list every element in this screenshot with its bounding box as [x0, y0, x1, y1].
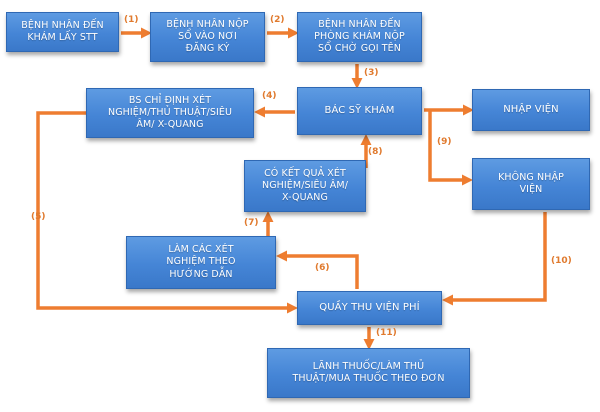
node-test-results-ready: CÓ KẾT QUẢ XÉT NGHIỆM/SIÊU ÂM/ X-QUANG — [244, 160, 366, 212]
step-label-6: (6) — [315, 263, 330, 273]
node-text-line: BỆNH NHÂN NỘP — [166, 18, 249, 30]
node-doctor-examination: BÁC SỸ KHÁM — [297, 87, 422, 135]
node-submit-book-registration: BỆNH NHÂN NỘP SỔ VÀO NƠI ĐĂNG KÝ — [150, 12, 265, 62]
arrow-step-10 — [442, 212, 547, 306]
node-text-line: VIỆN — [519, 184, 543, 195]
node-go-to-exam-room: BỆNH NHÂN ĐẾN PHÒNG KHÁM NỘP SỔ CHỜ GỌI … — [297, 12, 422, 62]
node-payment-counter: QUẦY THU VIỆN PHÍ — [297, 291, 442, 325]
node-text-line: BỆNH NHÂN ĐẾN — [21, 19, 104, 31]
step-label-11: (11) — [376, 328, 397, 338]
node-get-medicine: LÃNH THUỐC/LÀM THỦ THUẬT/MUA THUỐC THEO … — [267, 348, 470, 398]
node-text-line: KHÔNG NHẬP — [498, 171, 564, 183]
node-patient-get-queue-number: BỆNH NHÂN ĐẾN KHÁM LẤY STT — [6, 12, 119, 52]
step-label-3: (3) — [364, 68, 379, 78]
node-text-line: NGHIỆM/SIÊU ÂM/ — [261, 179, 349, 191]
arrow-step-5 — [36, 111, 298, 314]
step-label-4: (4) — [262, 91, 277, 101]
node-text-line: NGHIỆM/THỦ THUẬT/SIÊU — [107, 106, 233, 118]
node-perform-tests: LÀM CÁC XÉT NGHIỆM THEO HƯỚNG DẪN — [126, 236, 276, 289]
node-text-line: BÁC SỸ KHÁM — [324, 104, 395, 116]
node-hospital-admission: NHẬP VIỆN — [472, 89, 590, 131]
node-text-line: QUẦY THU VIỆN PHÍ — [319, 301, 420, 313]
step-label-10: (10) — [551, 256, 572, 266]
node-text-line: HƯỚNG DẪN — [169, 268, 233, 280]
node-text-line: NHẬP VIỆN — [503, 103, 559, 115]
step-label-8: (8) — [368, 147, 383, 157]
step-label-2: (2) — [270, 15, 285, 25]
node-text-line: NGHIỆM THEO — [166, 256, 236, 268]
node-text-line: CÓ KẾT QUẢ XÉT — [264, 167, 346, 179]
step-label-7: (7) — [244, 218, 259, 228]
node-doctor-orders-tests: BS CHỈ ĐỊNH XÉT NGHIỆM/THỦ THUẬT/SIÊU ÂM… — [86, 88, 254, 138]
arrow-step-6 — [276, 250, 359, 289]
arrow-step-9 — [428, 110, 473, 186]
node-no-admission: KHÔNG NHẬP VIỆN — [472, 158, 590, 210]
node-text-line: BỆNH NHÂN ĐẾN — [318, 18, 401, 30]
node-text-line: ÂM/ X-QUANG — [136, 119, 204, 131]
node-text-line: BS CHỈ ĐỊNH XÉT — [128, 94, 212, 106]
node-text-line: LÀM CÁC XÉT — [168, 244, 234, 256]
node-text-line: LÃNH THUỐC/LÀM THỦ — [312, 360, 425, 372]
node-text-line: X-QUANG — [282, 192, 328, 204]
node-text-line: ĐĂNG KÝ — [185, 43, 230, 55]
node-text-line: THUẬT/MUA THUỐC THEO ĐƠN — [292, 373, 445, 384]
step-label-5: (5) — [31, 212, 46, 222]
node-text-line: PHÒNG KHÁM NỘP — [314, 30, 405, 42]
node-text-line: SỔ CHỜ GỌI TÊN — [318, 43, 401, 55]
step-label-1: (1) — [124, 15, 139, 25]
node-text-line: KHÁM LẤY STT — [27, 32, 98, 43]
step-label-9: (9) — [437, 137, 452, 147]
node-text-line: SỔ VÀO NƠI — [178, 30, 237, 42]
